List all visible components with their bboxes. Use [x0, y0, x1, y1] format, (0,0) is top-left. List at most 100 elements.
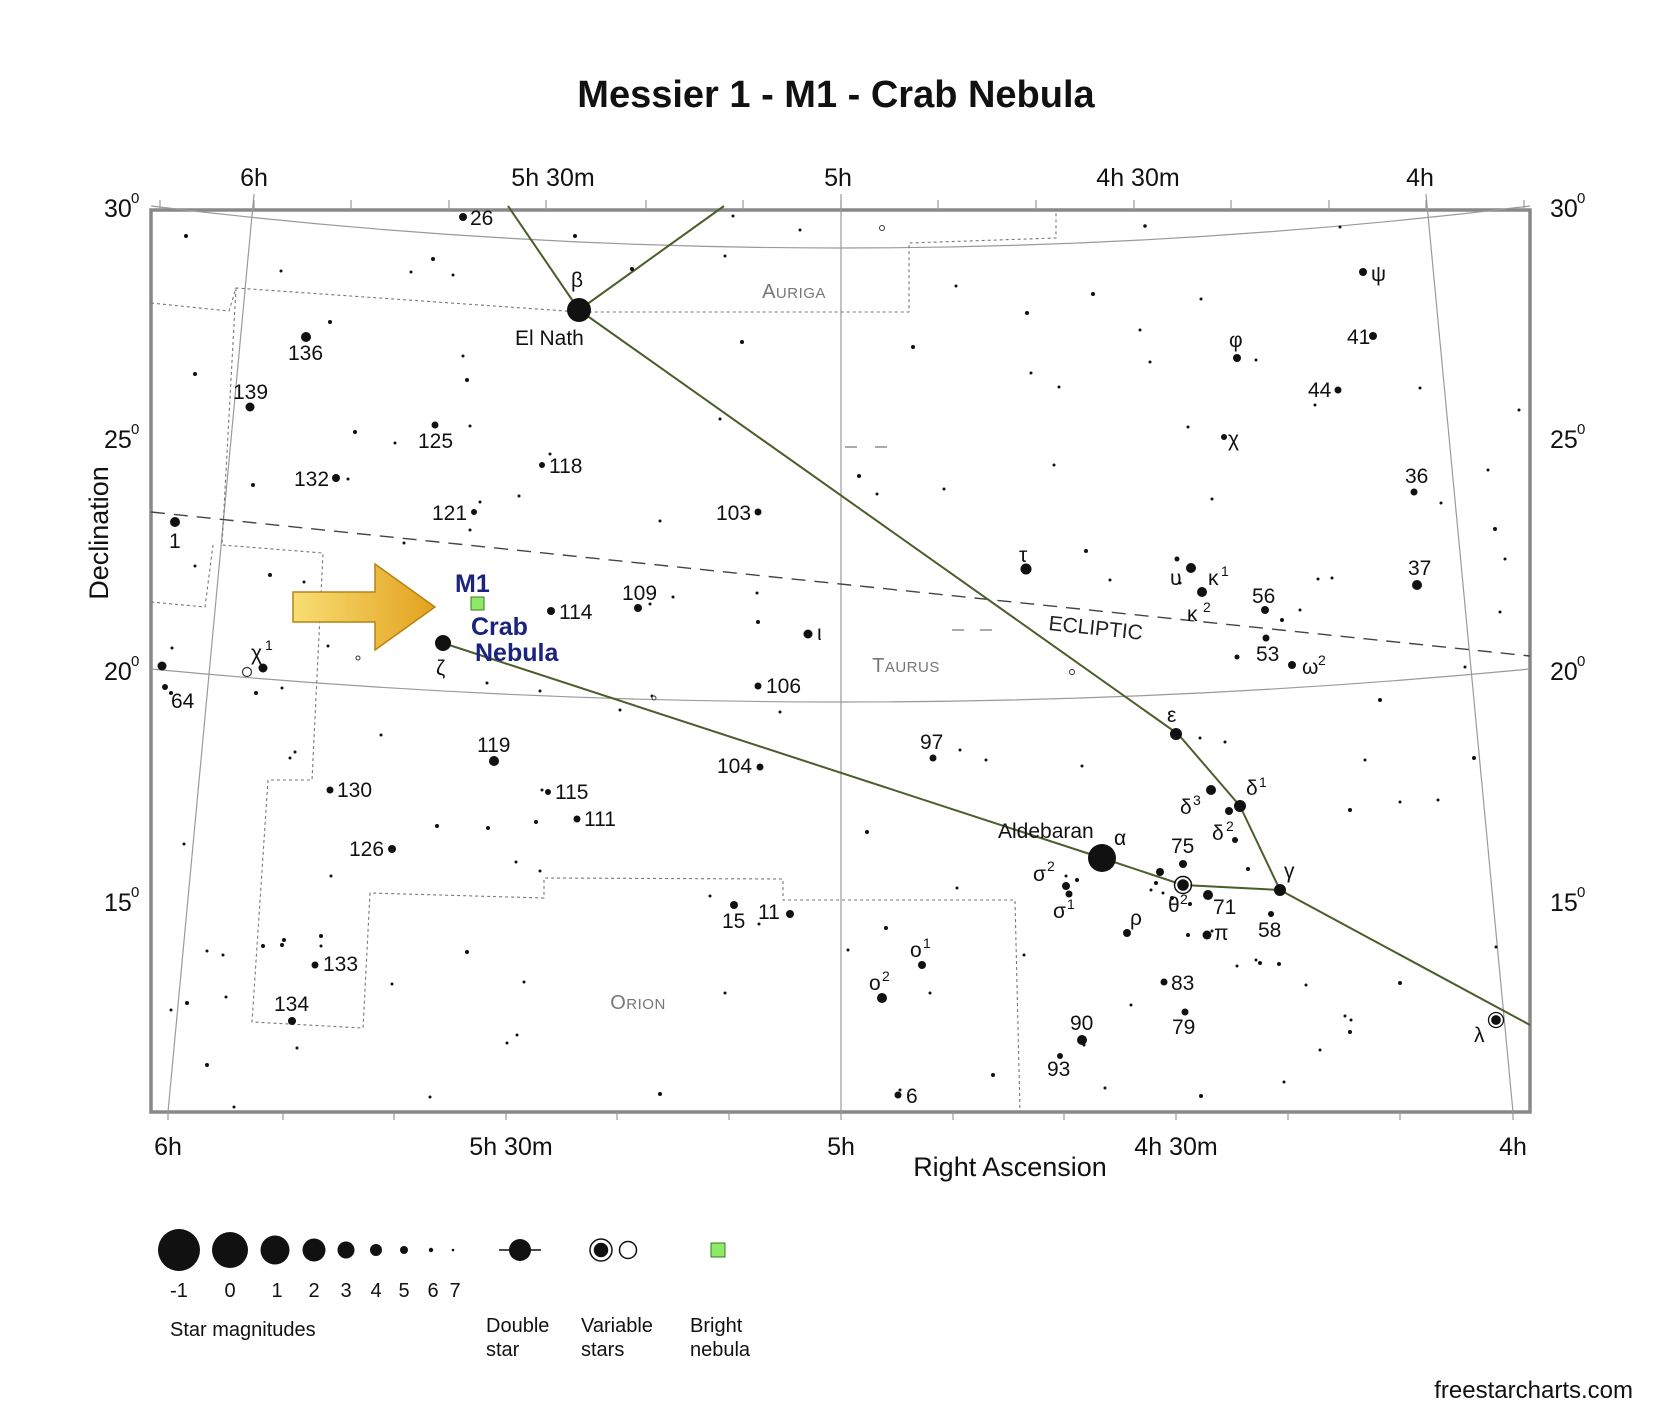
greek-label: φ — [1229, 329, 1243, 352]
chart-title: Messier 1 - M1 - Crab Nebula — [577, 74, 1095, 116]
star-label: 136 — [288, 342, 323, 365]
deg-mark: 0 — [1577, 421, 1585, 438]
superscripts: 1 1 2 1 3 2 2 1 2 1 2 2 — [265, 563, 1326, 984]
ra-bottom-5h30m: 5h 30m — [469, 1133, 552, 1161]
star-label: 106 — [766, 675, 801, 698]
greek-label: ε — [1167, 704, 1176, 727]
m1-name-line2: Nebula — [475, 639, 559, 667]
greek-label: ζ — [436, 657, 445, 680]
target-m1: M1 Crab Nebula — [292, 562, 559, 667]
ra-top-5h: 5h — [824, 164, 852, 192]
star-label: 15 — [722, 910, 745, 933]
star-label: 111 — [584, 808, 616, 831]
greek-label: κ — [1208, 567, 1219, 590]
svg-text:1: 1 — [923, 935, 931, 951]
legend-double-star-icon — [509, 1239, 531, 1261]
svg-text:2: 2 — [1203, 599, 1211, 615]
greek-label: υ — [1170, 567, 1181, 590]
star-label: 132 — [294, 468, 329, 491]
dec-right-25: 25 — [1550, 426, 1578, 454]
star-label: 26 — [470, 207, 493, 230]
star-label: 71 — [1213, 896, 1236, 919]
star-el-nath — [567, 298, 591, 322]
star-label: 90 — [1070, 1012, 1093, 1035]
greek-label: ι — [817, 622, 822, 645]
star-labels: 26 136 139 125 132 118 121 103 1 109 114… — [169, 207, 1431, 1108]
star-label: 53 — [1256, 643, 1279, 666]
legend-variable-line1: Variable — [581, 1315, 653, 1337]
svg-text:2: 2 — [882, 968, 890, 984]
ra-top-5h30m: 5h 30m — [511, 164, 594, 192]
svg-text:3: 3 — [1193, 792, 1201, 808]
star-label: 44 — [1308, 379, 1332, 402]
star-label: 125 — [418, 430, 453, 453]
legend-mag-label: 1 — [271, 1280, 282, 1302]
credit-link[interactable]: freestarcharts.com — [1434, 1377, 1633, 1404]
ra-top-6h: 6h — [240, 164, 268, 192]
greek-label: α — [1114, 827, 1126, 850]
m1-code: M1 — [455, 570, 490, 598]
greek-label: τ — [1019, 544, 1028, 567]
constellation-auriga: AURIGA — [762, 281, 826, 303]
legend-variable-line2: stars — [581, 1339, 624, 1361]
ra-top-4h: 4h — [1406, 164, 1434, 192]
greek-label: β — [571, 269, 583, 292]
greek-label: γ — [1284, 860, 1295, 883]
m1-name-line1: Crab — [471, 613, 528, 641]
pointer-arrow-icon — [292, 562, 437, 652]
greek-label: κ — [1187, 603, 1198, 626]
ra-bottom-4h: 4h — [1499, 1133, 1527, 1161]
legend-mag-label: 2 — [308, 1280, 319, 1302]
ra-top-4h30m: 4h 30m — [1096, 164, 1179, 192]
greek-label: χ — [251, 642, 262, 665]
greek-label: ψ — [1371, 263, 1386, 286]
dec-left-25: 25 — [104, 426, 132, 454]
ra-bottom-5h: 5h — [827, 1133, 855, 1161]
dec-right-30: 30 — [1550, 195, 1578, 223]
star-label: 93 — [1047, 1058, 1070, 1081]
svg-text:2: 2 — [1318, 652, 1326, 668]
star-label: 115 — [555, 781, 588, 804]
dec-right-20: 20 — [1550, 658, 1578, 686]
deg-mark: 0 — [1577, 653, 1585, 670]
legend-nebula-line2: nebula — [690, 1339, 751, 1361]
star-label: 11 — [758, 901, 780, 924]
legend-magnitudes — [158, 1229, 455, 1271]
star-aldebaran — [1088, 844, 1116, 872]
label-aldebaran: Aldebaran — [998, 820, 1094, 843]
legend-mag-label: 7 — [449, 1280, 460, 1302]
legend-variable-star-icon — [592, 1241, 610, 1259]
constellation-taurus: TAURUS — [872, 655, 940, 677]
legend-variable-star-open-icon — [618, 1240, 638, 1260]
star-label: 126 — [349, 838, 384, 861]
legend-mag-label: 6 — [427, 1280, 438, 1302]
constellation-boundaries — [150, 210, 1057, 1113]
star-label: 104 — [717, 755, 752, 778]
legend-nebula-line1: Bright — [690, 1315, 743, 1337]
star-zeta-tau — [435, 635, 451, 651]
deg-mark: 0 — [131, 653, 139, 670]
star-label: 36 — [1405, 465, 1428, 488]
star-label: 119 — [477, 734, 510, 757]
field-stars — [169, 214, 1521, 1109]
star-label: 64 — [171, 690, 195, 713]
ecliptic-line — [150, 511, 1531, 657]
deg-mark: 0 — [131, 421, 139, 438]
star-label: 97 — [920, 731, 943, 754]
constellation-orion: ORION — [610, 992, 666, 1014]
greek-label: σ — [1053, 900, 1066, 923]
dec-left-15: 15 — [104, 889, 132, 917]
greek-label: δ — [1212, 822, 1224, 845]
greek-label: χ — [1228, 428, 1239, 451]
deg-mark: 0 — [1577, 190, 1585, 207]
star-label: 83 — [1171, 972, 1194, 995]
deg-mark: 0 — [131, 190, 139, 207]
star-label: 37 — [1408, 557, 1431, 580]
dec-left-20: 20 — [104, 658, 132, 686]
dec-left-30: 30 — [104, 195, 132, 223]
star-label: 121 — [432, 502, 467, 525]
deg-mark: 0 — [131, 884, 139, 901]
ra-bottom-6h: 6h — [154, 1133, 182, 1161]
deg-mark: 0 — [1577, 884, 1585, 901]
